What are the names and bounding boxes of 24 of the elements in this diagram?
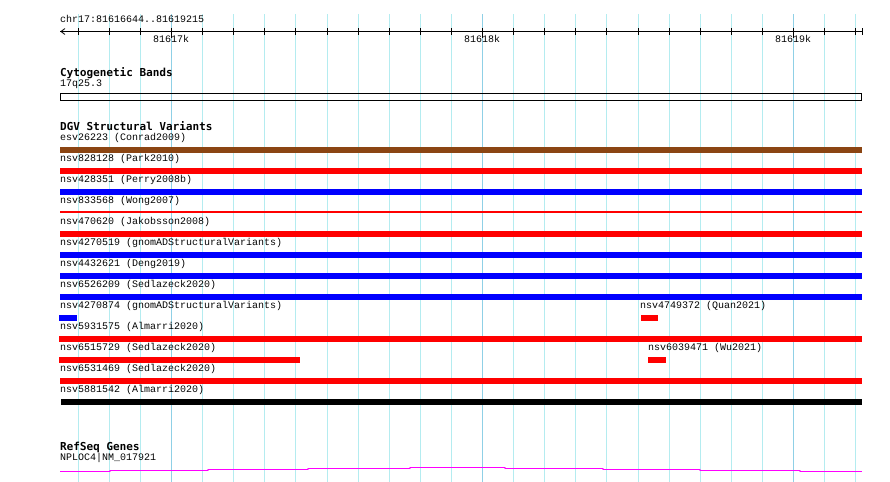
gene-label: NPLOC4|NM_017921 [60, 453, 156, 464]
variant-label: nsv4270519 (gnomADStructuralVariants) [60, 238, 282, 249]
variant-label: nsv828128 (Park2010) [60, 154, 180, 165]
band-label: 17q25.3 [60, 79, 102, 90]
variant-label: nsv428351 (Perry2008b) [60, 175, 192, 186]
track-title: RefSeq Genes [60, 441, 140, 452]
variant-label: nsv4749372 (Quan2021) [640, 301, 766, 312]
variant-label: nsv6515729 (Sedlazeck2020) [60, 343, 216, 354]
variant-label: nsv6039471 (Wu2021) [648, 343, 762, 354]
variant-label: nsv5881542 (Almarri2020) [60, 385, 204, 396]
variant-label: nsv6526209 (Sedlazeck2020) [60, 280, 216, 291]
location-label: chr17:81616644..81619215 [60, 15, 204, 26]
variant-label: nsv5931575 (Almarri2020) [60, 322, 204, 333]
variant-label: esv26223 (Conrad2009) [60, 133, 186, 144]
track-title: DGV Structural Variants [60, 121, 212, 132]
tick-label: 81617k [153, 35, 189, 46]
tick-label: 81618k [464, 35, 500, 46]
variant-label: nsv4270874 (gnomADStructuralVariants) [60, 301, 282, 312]
variant-label: nsv6531469 (Sedlazeck2020) [60, 364, 216, 375]
variant-label: nsv833568 (Wong2007) [60, 196, 180, 207]
variant-label: nsv4432621 (Deng2019) [60, 259, 186, 270]
tick-label: 81619k [775, 35, 811, 46]
variant-label: nsv470620 (Jakobsson2008) [60, 217, 210, 228]
track-title: Cytogenetic Bands [60, 67, 173, 78]
